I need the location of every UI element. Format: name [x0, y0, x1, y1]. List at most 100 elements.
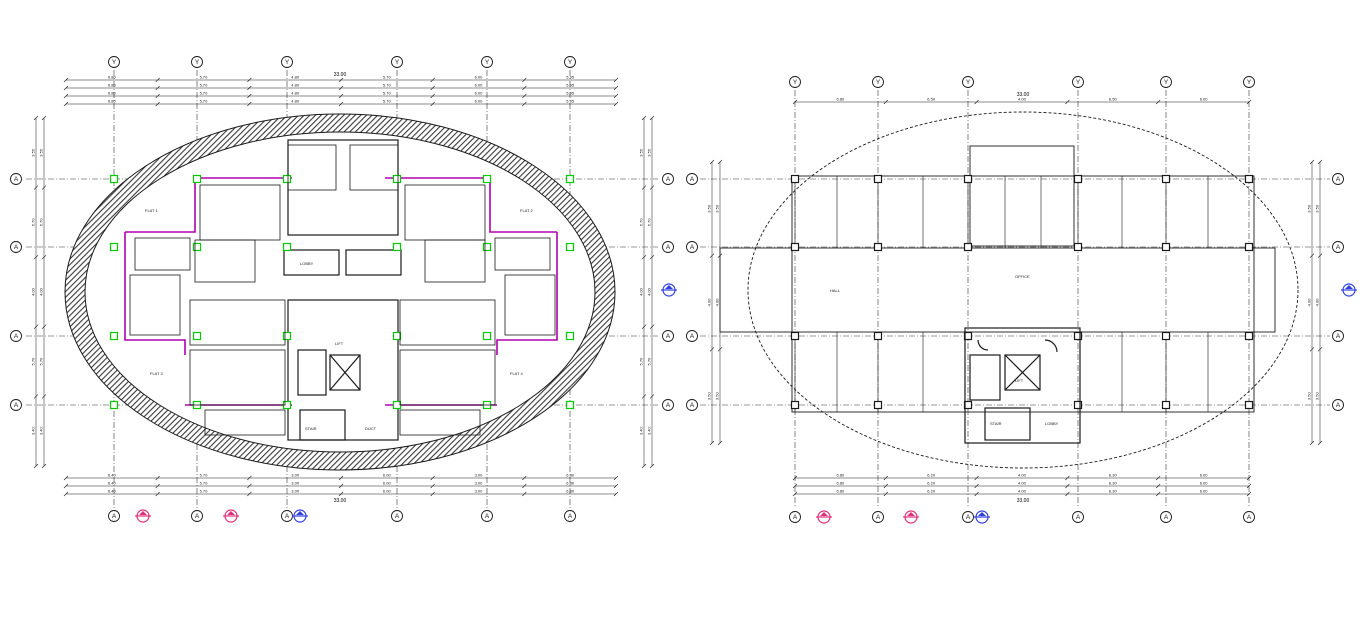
grid-bubble-label: A: [1336, 244, 1341, 251]
dimension-tick: [33, 115, 39, 121]
grid-bubble-left: A: [686, 330, 698, 342]
dashed-elliptical-outline: [747, 111, 1299, 469]
room-label: LIFT: [335, 341, 344, 346]
dimension-label: 4.00: [31, 287, 36, 296]
structural-column: [873, 400, 883, 410]
dimension-tick: [33, 254, 39, 260]
dimension-label: 4.00: [1307, 298, 1312, 307]
structural-column: [392, 400, 402, 410]
grid-bubble-label: A: [666, 402, 671, 409]
grid-bubble-label: A: [876, 514, 881, 521]
dimension-tick: [155, 101, 160, 107]
structural-column: [282, 174, 292, 184]
structural-column: [392, 331, 402, 341]
dimension-tick: [709, 347, 715, 352]
grid-bubble-label: A: [1164, 514, 1169, 521]
structural-column: [109, 400, 119, 410]
structural-column: [392, 242, 402, 252]
dimension-tick: [155, 93, 160, 99]
structural-column: [873, 242, 883, 252]
room-label: OFFICE: [1015, 274, 1030, 279]
dimension-label: 5.70: [39, 357, 44, 366]
grid-bubble-bottom: A: [391, 510, 403, 522]
dimension-label: 6.00: [1200, 481, 1209, 486]
structural-column: [482, 331, 492, 341]
core: [964, 327, 1081, 444]
dimension-tick: [1317, 253, 1323, 258]
overall-dimension-bottom: 33.00: [334, 498, 347, 504]
section-markers: [135, 283, 1357, 524]
dimension-label: 4.00: [707, 298, 712, 307]
dimension-tick: [1309, 159, 1315, 165]
grid-bubble-bottom: A: [191, 510, 203, 522]
interior-partitions: [129, 144, 556, 436]
dimension-tick: [974, 475, 979, 481]
dimension-tick: [338, 93, 344, 99]
room-label: HALL: [830, 288, 841, 293]
dimension-tick: [338, 85, 344, 91]
dimension-tick: [41, 394, 47, 399]
dimension-label: 3.40: [647, 427, 652, 436]
grid-bubble-bottom: A: [789, 511, 801, 523]
room-label: STAIR: [305, 426, 317, 431]
dimension-tick: [1065, 491, 1070, 497]
section-cut-marker: [974, 510, 990, 524]
dimension-tick: [247, 85, 252, 91]
dimension-label: 4.00: [39, 287, 44, 296]
grid-bubble-top: Y: [281, 56, 293, 68]
dimension-label: 5.70: [647, 218, 652, 227]
dimension-tick: [641, 394, 647, 399]
grid-bubble-bottom: A: [872, 511, 884, 523]
dimension-tick: [649, 254, 655, 260]
dimension-tick: [63, 77, 69, 83]
dimension-label: 5.70: [200, 99, 209, 104]
dimension-tick: [613, 491, 619, 497]
dimension-label: 6.00: [475, 83, 484, 88]
dimension-tick: [63, 491, 69, 497]
dimension-tick: [247, 93, 252, 99]
dimension-label: 5.95: [566, 99, 575, 104]
room-labels: HALL OFFICE LIFT STAIR LOBBY: [830, 274, 1059, 426]
dimension-label: 3.55: [31, 148, 36, 157]
dimension-tick: [338, 77, 344, 83]
grid-bubble-bottom: A: [281, 510, 293, 522]
dimension-tick: [641, 463, 647, 469]
dimension-label: 5.95: [566, 75, 575, 80]
grid-bubble-label: A: [690, 402, 695, 409]
overall-dimension-top: 33.00: [1017, 92, 1030, 98]
dimension-tick: [430, 77, 435, 83]
grid-bubble-label: Y: [568, 59, 573, 66]
dimension-label: 6.80: [566, 481, 575, 486]
structural-column: [1161, 174, 1171, 184]
dimension-label: 6.30: [1109, 489, 1118, 494]
structural-column: [1073, 242, 1083, 252]
dimension-tick: [649, 463, 655, 469]
dimension-label: 3.40: [639, 427, 644, 436]
dimension-tick: [41, 254, 47, 260]
dimension-tick: [883, 491, 889, 497]
structural-column: [565, 242, 575, 252]
dimension-label: 6.00: [475, 99, 484, 104]
dimension-tick: [1246, 99, 1252, 105]
dimension-tick: [649, 185, 655, 190]
dimension-label: 5.70: [39, 218, 44, 227]
dimension-tick: [247, 483, 252, 489]
dimension-label: 4.00: [1018, 489, 1027, 494]
grid-bubble-label: Y: [485, 59, 490, 66]
dimension-tick: [717, 159, 723, 165]
dimension-label: 6.30: [1109, 481, 1118, 486]
room-label: FLAT 2: [520, 208, 534, 213]
structural-column: [482, 174, 492, 184]
dimension-label: 3.50: [715, 392, 720, 401]
grid-bubble-label: A: [690, 176, 695, 183]
grid-bubble-label: A: [112, 513, 117, 520]
room-label: STAIR: [990, 421, 1002, 426]
grid-bubble-label: A: [1076, 514, 1081, 521]
dimension-label: 3.50: [1315, 392, 1320, 401]
overall-dimension-top: 33.00: [334, 72, 347, 78]
dimension-label: 4.00: [1018, 97, 1027, 102]
grid-bubble-label: A: [690, 333, 695, 340]
dimension-tick: [709, 440, 715, 446]
